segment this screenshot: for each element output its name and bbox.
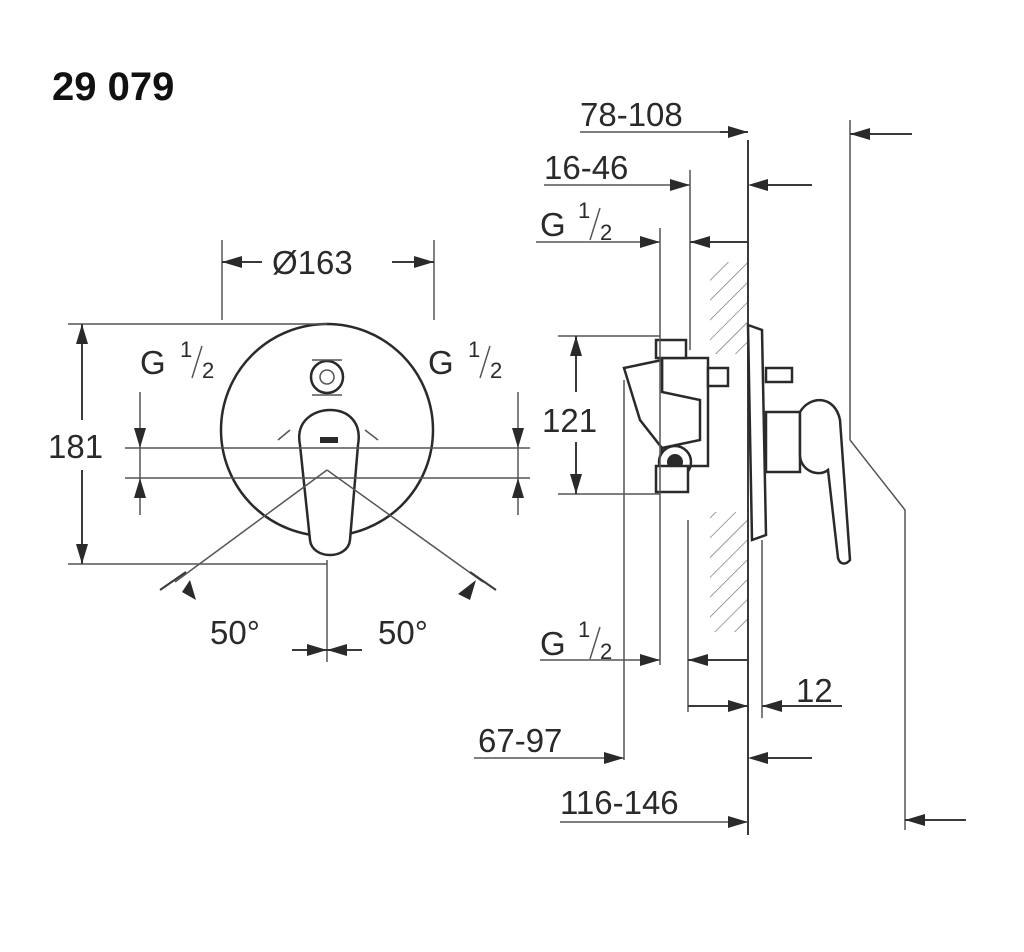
wall-hatch-top bbox=[710, 262, 748, 354]
svg-text:G: G bbox=[540, 625, 566, 662]
svg-text:2: 2 bbox=[490, 358, 502, 383]
svg-text:2: 2 bbox=[202, 358, 214, 383]
dim-top-1: 78-108 bbox=[580, 96, 683, 133]
handle-slot bbox=[320, 437, 338, 443]
svg-text:1: 1 bbox=[468, 337, 480, 362]
svg-text:1: 1 bbox=[180, 337, 192, 362]
angle-left-label: 50° bbox=[210, 614, 260, 651]
side-view: 78-108 16-46 G 1 2 121 bbox=[474, 96, 966, 835]
svg-text:1: 1 bbox=[578, 198, 590, 223]
connection-top-label: G 1 2 bbox=[540, 198, 612, 245]
connection-right-label: G 1 2 bbox=[428, 337, 502, 383]
product-number: 29 079 bbox=[52, 65, 174, 109]
angle-right-label: 50° bbox=[378, 614, 428, 651]
side-handle bbox=[798, 398, 852, 565]
dim-bottom-2: 116-146 bbox=[560, 784, 679, 821]
connection-left-label: G 1 2 bbox=[140, 337, 214, 383]
svg-text:G: G bbox=[428, 344, 454, 381]
svg-text:2: 2 bbox=[600, 220, 612, 245]
height-label: 181 bbox=[48, 428, 103, 465]
dim-height: 121 bbox=[542, 402, 597, 439]
dim-top-2: 16-46 bbox=[544, 149, 628, 186]
svg-text:G: G bbox=[540, 206, 566, 243]
dim-12: 12 bbox=[796, 672, 833, 709]
diameter-label: Ø163 bbox=[272, 244, 353, 281]
handle-body bbox=[297, 408, 360, 557]
escutcheon-plate bbox=[746, 323, 768, 542]
connection-bottom-label: G 1 2 bbox=[540, 617, 612, 664]
svg-text:2: 2 bbox=[600, 639, 612, 664]
wall-hatch-bottom bbox=[710, 512, 748, 632]
diverter-knob bbox=[309, 359, 345, 395]
svg-text:1: 1 bbox=[578, 617, 590, 642]
front-view: Ø163 181 G 1 2 G 1 2 bbox=[48, 240, 530, 662]
svg-text:G: G bbox=[140, 344, 166, 381]
dim-bottom-1: 67-97 bbox=[478, 722, 562, 759]
